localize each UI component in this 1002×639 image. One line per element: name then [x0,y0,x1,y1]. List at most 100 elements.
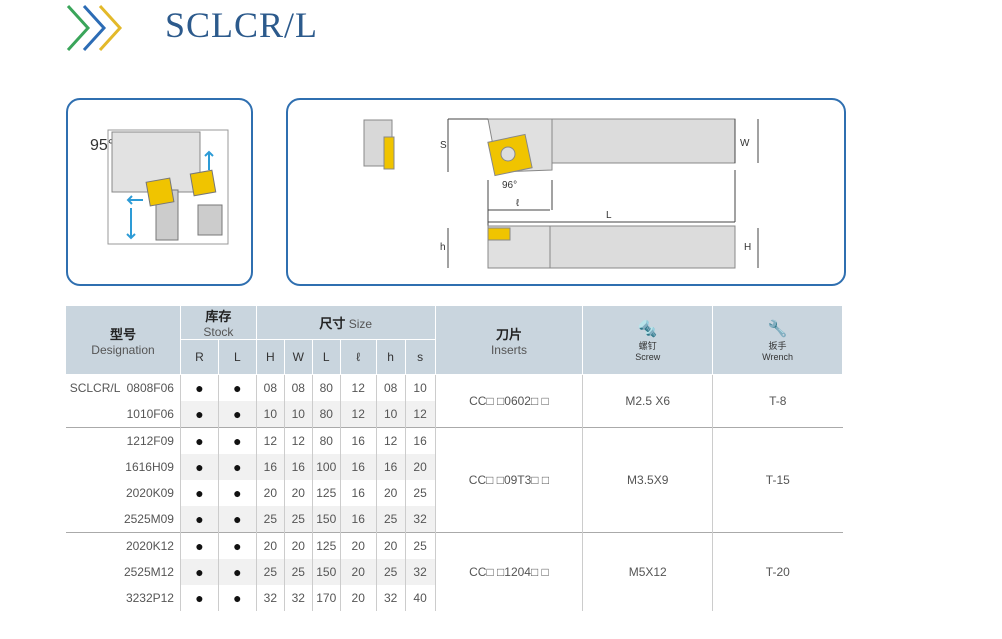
dimension-cell: 16 [339,506,377,533]
dimension-cell: 16 [339,454,377,480]
stock-l-cell: ● [217,454,257,480]
dimension-cell: 32 [375,585,406,611]
dimension-cell: 08 [375,374,406,401]
orientation-diagram-panel: 95° [66,98,253,286]
dimension-cell: 25 [255,506,285,533]
dimension-cell: 16 [283,454,313,480]
stock-l-cell: ● [217,401,257,428]
stock-r-cell: ● [179,454,219,480]
stock-l-cell: ● [217,480,257,506]
screw-icon: 🔩 [637,320,658,338]
dimension-cell: 25 [283,506,313,533]
designation-cell: 2020K09 [125,486,174,500]
screw-cell: M5X12 [582,532,713,611]
wrench-cell: T-8 [712,374,843,428]
dimension-cell: 16 [255,454,285,480]
dimension-cell: 20 [375,532,406,559]
svg-text:ℓ: ℓ [516,198,520,209]
chevron-logo-icon [66,4,123,52]
dimension-cell: 20 [404,454,436,480]
dimension-cell: 25 [375,506,406,533]
dimension-cell: 25 [404,480,436,506]
dimension-cell: 80 [311,427,341,454]
stock-r-cell: ● [179,559,219,585]
wrench-cell: T-15 [712,427,843,533]
dimension-cell: 12 [339,401,377,428]
dimension-cell: 20 [339,559,377,585]
stock-l-cell: ● [217,532,257,559]
designation-cell: 2525M12 [123,565,174,579]
dimension-cell: 08 [283,374,313,401]
dimension-cell: 16 [339,427,377,454]
dimension-cell: 20 [375,480,406,506]
dimension-cell: 20 [339,532,377,559]
dimension-cell: 16 [339,480,377,506]
dimension-cell: 20 [283,532,313,559]
designation-cell: 1010F06 [126,407,174,421]
dimension-cell: 32 [404,559,436,585]
dimension-cell: 25 [375,559,406,585]
svg-text:h: h [440,242,446,253]
stock-l-cell: ● [217,427,257,454]
insert-cell: CC□ □09T3□ □ [434,427,583,533]
dimension-cell: 170 [311,585,341,611]
stock-col-L: L [217,339,257,375]
dimension-cell: 12 [255,427,285,454]
svg-text:H: H [744,242,751,253]
dimension-cell: 125 [311,532,341,559]
dimension-cell: 32 [255,585,285,611]
dimension-cell: 20 [283,480,313,506]
dimension-cell: 16 [375,454,406,480]
stock-r-cell: ● [179,506,219,533]
size-header: 尺寸 Size [255,305,436,340]
stock-r-cell: ● [179,374,219,401]
dimension-cell: 12 [283,427,313,454]
svg-text:L: L [606,210,612,221]
dimension-cell: 20 [339,585,377,611]
dimension-cell: 20 [255,532,285,559]
insert-cell: CC□ □1204□ □ [434,532,583,611]
stock-col-R: R [179,339,219,375]
direction-arrow-icon [126,150,214,240]
dimension-cell: 150 [311,506,341,533]
stock-l-cell: ● [217,506,257,533]
dimension-cell: 40 [404,585,436,611]
dimension-cell: 25 [255,559,285,585]
wrench-icon: 🔧 [767,320,788,338]
stock-l-cell: ● [217,585,257,611]
size-col-header: L [311,339,341,375]
dimension-cell: 80 [311,374,341,401]
size-col-header: ℓ [339,339,377,375]
dimension-cell: 16 [404,427,436,454]
dimension-cell: 32 [404,506,436,533]
stock-l-cell: ● [217,374,257,401]
insert-icon [145,177,175,207]
stock-l-cell: ● [217,559,257,585]
dimension-cell: 12 [375,427,406,454]
dimension-cell: 10 [404,374,436,401]
insert-angle-label: 96° [502,180,517,191]
size-col-header: H [255,339,285,375]
designation-cell: 2525M09 [123,512,174,526]
svg-text:W: W [740,138,750,149]
dimension-cell: 25 [283,559,313,585]
designation-cell: 3232P12 [125,591,174,605]
size-col-header: s [404,339,436,375]
stock-r-cell: ● [179,585,219,611]
dimension-cell: 32 [283,585,313,611]
stock-r-cell: ● [179,480,219,506]
dimension-cell: 12 [339,374,377,401]
designation-cell: 2020K12 [65,532,181,559]
